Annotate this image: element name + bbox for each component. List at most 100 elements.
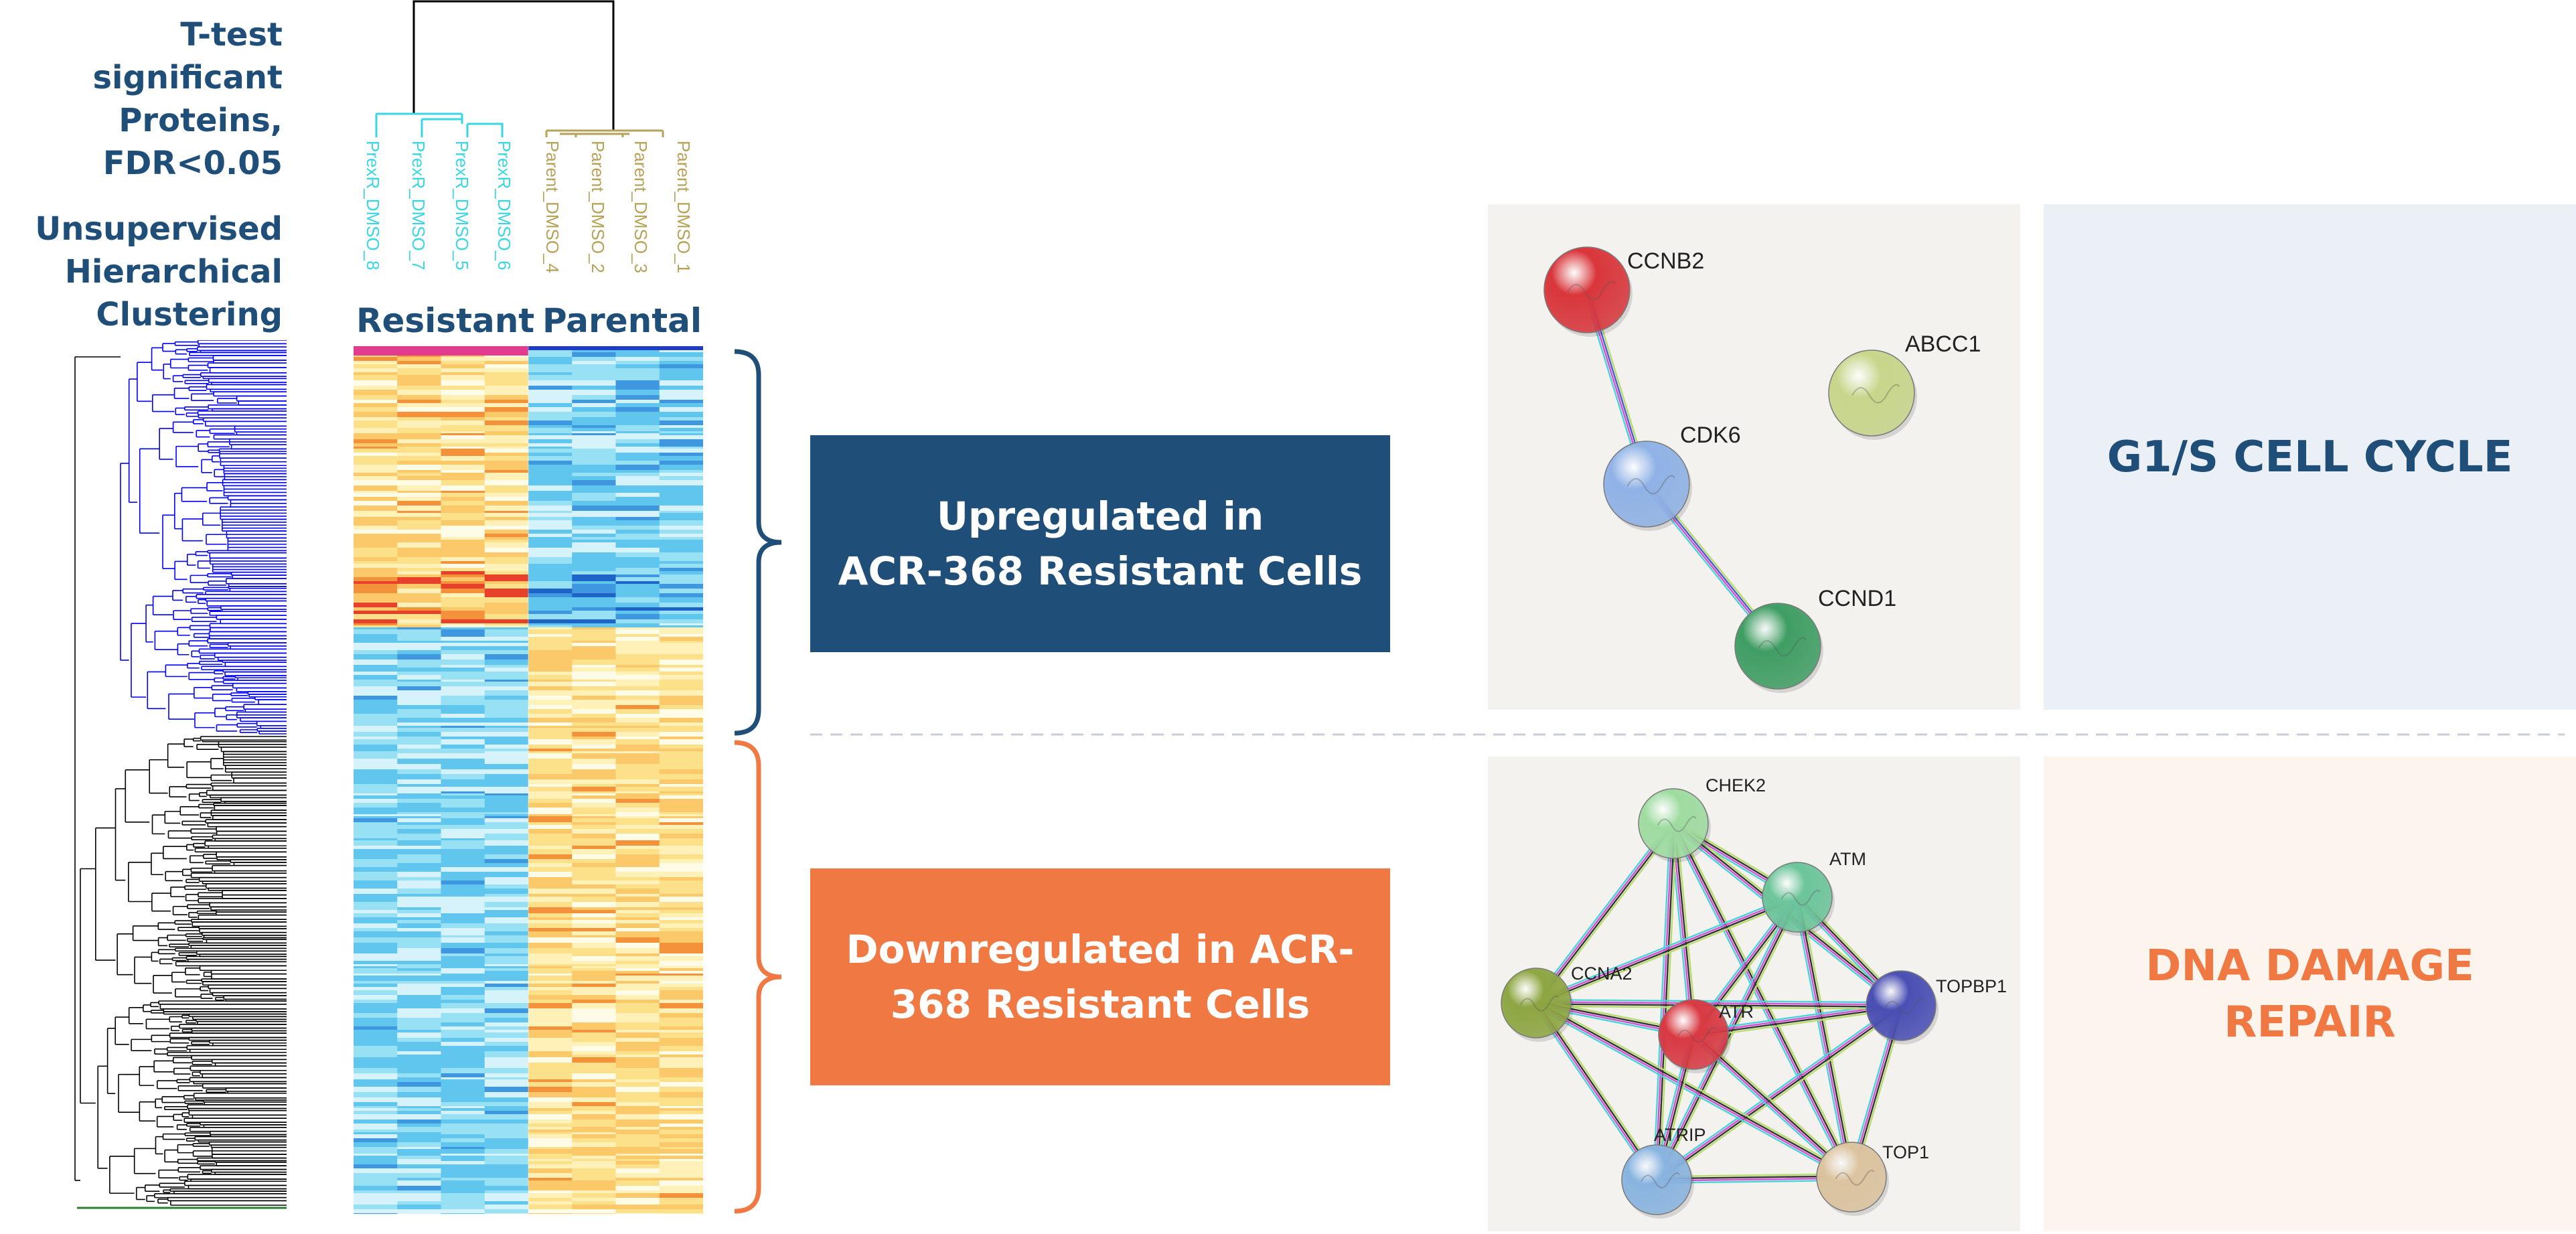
heatmap-cell xyxy=(659,987,703,991)
heatmap-cell xyxy=(615,629,660,635)
heatmap-cell xyxy=(354,646,398,651)
heatmap-cell xyxy=(397,619,441,624)
heatmap-cell xyxy=(572,561,616,564)
heatmap-cell xyxy=(397,1038,441,1043)
heatmap-cell xyxy=(441,597,485,603)
heatmap-cell xyxy=(659,1042,703,1047)
heatmap-cell xyxy=(354,680,398,682)
heatmap-cell xyxy=(659,557,703,562)
heatmap-cell xyxy=(528,473,573,477)
node-top1: TOP1 xyxy=(1816,1142,1929,1216)
heatmap-cell xyxy=(397,1057,441,1063)
heatmap-cell xyxy=(441,540,485,543)
heatmap-cell xyxy=(615,465,660,471)
heatmap-cell xyxy=(615,956,660,961)
heatmap-cell xyxy=(441,400,485,404)
heatmap-cell xyxy=(397,822,441,826)
heatmap-cell xyxy=(354,834,398,839)
heatmap-cell xyxy=(354,718,398,723)
heatmap-cell xyxy=(659,829,703,834)
heatmap-cell xyxy=(354,1186,398,1191)
heatmap-cell xyxy=(484,1173,529,1178)
heatmap-cell xyxy=(615,1111,660,1115)
heatmap-cell xyxy=(572,680,616,682)
heatmap-cell xyxy=(397,461,441,465)
heatmap-cell xyxy=(659,872,703,878)
heatmap-cell xyxy=(397,456,441,461)
heatmap-cell xyxy=(572,1205,616,1210)
heatmap-cell xyxy=(397,650,441,655)
heatmap-cell xyxy=(572,1038,616,1043)
heatmap-cell xyxy=(528,931,573,936)
heatmap-cell xyxy=(354,1051,398,1055)
heatmap-cell xyxy=(354,581,398,585)
heatmap-cell xyxy=(659,577,703,582)
heatmap-cell xyxy=(354,1156,398,1160)
heatmap-cell xyxy=(528,1156,573,1160)
heatmap-cell xyxy=(397,990,441,996)
heatmap-cell xyxy=(615,574,660,578)
category-g1s: G1/S CELL CYCLE xyxy=(2044,204,2576,710)
heatmap-cell xyxy=(528,1108,573,1111)
heatmap-cell xyxy=(354,859,398,864)
heatmap-cell xyxy=(659,537,703,540)
heatmap-cell xyxy=(659,449,703,453)
heatmap-cell xyxy=(615,1130,660,1133)
heatmap-cell xyxy=(354,867,398,872)
heatmap-cell xyxy=(354,1161,398,1165)
heatmap-cell xyxy=(572,557,616,562)
heatmap-cell xyxy=(659,1127,703,1130)
heatmap-cell xyxy=(441,745,485,749)
heatmap-cell xyxy=(528,964,573,967)
heatmap-cell xyxy=(397,372,441,376)
heatmap-cell xyxy=(441,1161,485,1165)
heatmap-cell xyxy=(397,1082,441,1087)
heatmap-cell xyxy=(354,447,398,449)
heatmap-cell xyxy=(354,623,398,626)
heatmap-cell xyxy=(572,822,616,826)
heatmap-cell xyxy=(615,917,660,921)
heatmap-cell xyxy=(528,368,573,373)
heatmap-cell xyxy=(484,431,529,434)
heatmap-cell xyxy=(484,511,529,514)
heatmap-cell xyxy=(441,428,485,432)
heatmap-cell xyxy=(572,623,616,626)
heatmap-cell xyxy=(528,799,573,803)
heatmap-cell xyxy=(572,480,616,486)
heatmap-cell xyxy=(484,607,529,611)
category-dna-repair: DNA DAMAGE REPAIR xyxy=(2044,757,2576,1231)
heatmap-cell xyxy=(397,1087,441,1093)
sample-label-6: Parent_DMSO_3 xyxy=(631,141,651,273)
heatmap-cell xyxy=(484,1120,529,1124)
heatmap-cell xyxy=(528,709,573,714)
heatmap-cell xyxy=(484,931,529,936)
heatmap-cell xyxy=(528,511,573,514)
heatmap-cell xyxy=(397,439,441,444)
heatmap-cell xyxy=(572,650,616,655)
heatmap-cell xyxy=(528,859,573,864)
heatmap-cell xyxy=(659,542,703,548)
heatmap-cell xyxy=(354,520,398,526)
heatmap-cell xyxy=(572,453,616,457)
heatmap-cell xyxy=(572,1042,616,1047)
heatmap-cell xyxy=(528,791,573,794)
heatmap-cell xyxy=(484,769,529,775)
heatmap-cell xyxy=(528,834,573,839)
heatmap-cell xyxy=(354,589,398,594)
heatmap-cell xyxy=(615,672,660,676)
heatmap-cell xyxy=(397,641,441,643)
heatmap-cell xyxy=(441,593,485,598)
heatmap-cell xyxy=(354,910,398,914)
node-label-topbp1: TOPBP1 xyxy=(1936,976,2007,996)
heatmap-cell xyxy=(397,917,441,921)
heatmap-cell xyxy=(615,984,660,988)
heatmap-cell xyxy=(615,501,660,506)
heatmap-cell xyxy=(572,872,616,878)
heatmap-cell xyxy=(572,745,616,749)
sample-label-5: Parent_DMSO_2 xyxy=(588,141,608,273)
heatmap-cell xyxy=(572,654,616,660)
heatmap-cell xyxy=(484,1068,529,1074)
heatmap-cell xyxy=(441,368,485,373)
heatmap-cell xyxy=(354,574,398,578)
heatmap-cell xyxy=(572,728,616,732)
